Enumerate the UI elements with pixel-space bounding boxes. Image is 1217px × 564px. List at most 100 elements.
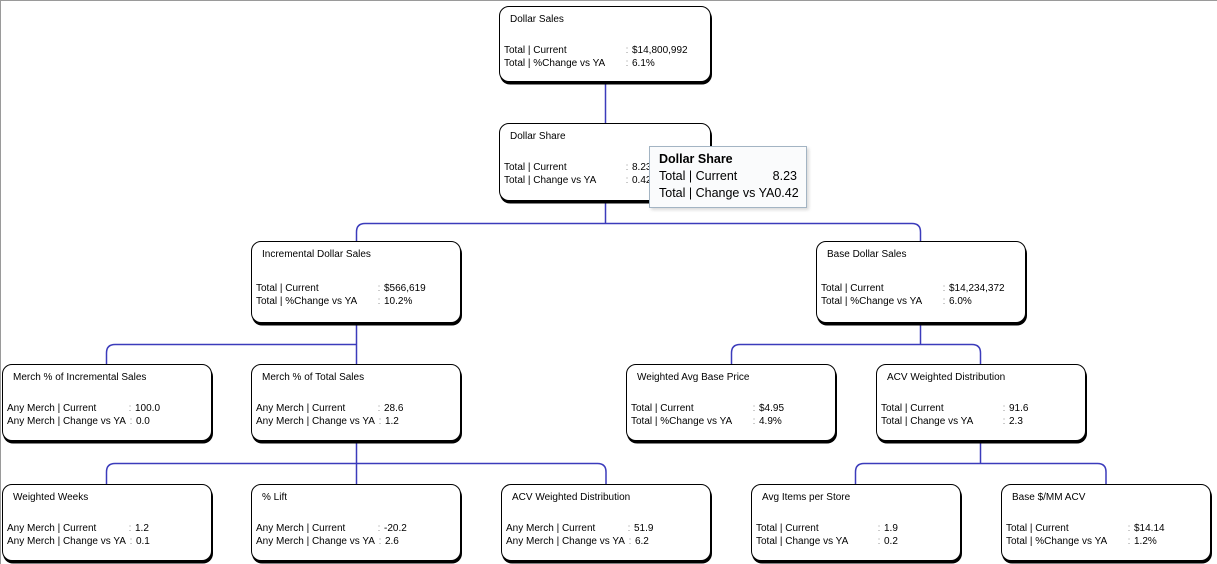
metric-separator: : (1002, 416, 1006, 427)
metric-separator: : (1002, 403, 1006, 414)
node-title: Weighted Weeks (13, 492, 89, 503)
node-weighted-avg-base-price[interactable]: Weighted Avg Base Price Total | Current:… (626, 364, 836, 441)
metric-value: $4.95 (759, 403, 785, 414)
metric-separator: : (1127, 536, 1131, 547)
metric-value: 6.1% (632, 58, 655, 69)
metric-row: Any Merch | Change vs YA:2.6 (256, 535, 458, 548)
metric-value: 100.0 (135, 403, 161, 414)
node-title: Avg Items per Store (762, 492, 851, 503)
metric-row: Total | %Change vs YA:4.9% (631, 415, 833, 428)
metric-row: Total | Current:8.23 (504, 161, 708, 174)
metric-separator: : (877, 536, 881, 547)
metric-label: Total | Current (504, 45, 567, 56)
metric-row: Any Merch | Current:100.0 (7, 402, 209, 415)
node-title: Merch % of Incremental Sales (13, 372, 147, 383)
metric-value: 1.2 (135, 523, 149, 534)
metric-value: $14.14 (1134, 523, 1165, 534)
metric-label: Total | Current (504, 162, 567, 173)
metric-separator: : (378, 416, 382, 427)
metric-separator: : (625, 175, 629, 186)
node-rows: Total | Current:$14.14 Total | %Change v… (1006, 522, 1208, 548)
metric-separator: : (752, 416, 756, 427)
node-base-dollar-per-mm-acv[interactable]: Base $/MM ACV Total | Current:$14.14 Tot… (1001, 484, 1211, 561)
metric-value: $566,619 (384, 283, 426, 294)
metric-separator: : (129, 416, 133, 427)
metric-label: Any Merch | Current (506, 523, 596, 534)
metric-label: Total | %Change vs YA (1006, 536, 1108, 547)
metric-separator: : (625, 58, 629, 69)
node-rows: Total | Current:$14,800,992 Total | %Cha… (504, 44, 708, 70)
node-title: Base Dollar Sales (827, 249, 907, 260)
node-rows: Any Merch | Current:51.9 Any Merch | Cha… (506, 522, 708, 548)
metric-separator: : (942, 283, 946, 294)
metric-row: Total | Change vs YA:0.2 (756, 535, 958, 548)
metric-label: Total | Change vs YA (881, 416, 974, 427)
metric-separator: : (377, 296, 381, 307)
node-rows: Any Merch | Current:-20.2 Any Merch | Ch… (256, 522, 458, 548)
node-title: Dollar Share (510, 131, 566, 142)
metric-label: Total | %Change vs YA (631, 416, 733, 427)
node-acv-weighted-distribution[interactable]: ACV Weighted Distribution Total | Curren… (876, 364, 1086, 441)
metric-value: -20.2 (384, 523, 407, 534)
metric-row: Total | Current:1.9 (756, 522, 958, 535)
node-rows: Total | Current:$4.95 Total | %Change vs… (631, 402, 833, 428)
metric-label: Total | Current (821, 283, 884, 294)
metric-row: Any Merch | Change vs YA:0.1 (7, 535, 209, 548)
metric-separator: : (752, 403, 756, 414)
node-title: % Lift (262, 492, 288, 503)
node-dollar-sales[interactable]: Dollar Sales Total | Current:$14,800,992… (499, 6, 711, 82)
node-title: Merch % of Total Sales (262, 372, 365, 383)
metric-row: Total | %Change vs YA:10.2% (256, 295, 458, 308)
metric-row: Total | Current:$14.14 (1006, 522, 1208, 535)
metric-separator: : (377, 283, 381, 294)
metric-value: $14,800,992 (632, 45, 688, 56)
node-base-dollar-sales[interactable]: Base Dollar Sales Total | Current:$14,23… (816, 241, 1026, 323)
connector-acv-rail (854, 462, 1107, 484)
node-avg-items-per-store[interactable]: Avg Items per Store Total | Current:1.9 … (751, 484, 961, 561)
node-weighted-weeks[interactable]: Weighted Weeks Any Merch | Current:1.2 A… (2, 484, 212, 561)
node-title: Base $/MM ACV (1012, 492, 1086, 503)
connector-merch-total-rail (105, 462, 607, 484)
node-title: ACV Weighted Distribution (887, 372, 1006, 383)
node-merch-pct-of-total-sales[interactable]: Merch % of Total Sales Any Merch | Curre… (251, 364, 461, 441)
metric-row: Total | Current:$14,234,372 (821, 282, 1023, 295)
tooltip-value: 8.23 (772, 169, 797, 183)
tooltip-title: Dollar Share (659, 152, 733, 166)
metric-value: 0.0 (135, 416, 150, 427)
metric-value: 0.42 (632, 175, 652, 186)
node-rows: Total | Current:$566,619 Total | %Change… (256, 282, 458, 308)
node-pct-lift[interactable]: % Lift Any Merch | Current:-20.2 Any Mer… (251, 484, 461, 561)
node-title: Incremental Dollar Sales (262, 249, 371, 260)
connector-base-rail (730, 343, 982, 364)
metric-value: 4.9% (759, 416, 782, 427)
metric-value: 0.1 (135, 536, 150, 547)
metric-row: Total | %Change vs YA:6.1% (504, 57, 708, 70)
metric-value: $14,234,372 (949, 283, 1005, 294)
node-rows: Total | Current:1.9 Total | Change vs YA… (756, 522, 958, 548)
metric-value: 6.2 (634, 536, 649, 547)
node-rows: Any Merch | Current:1.2 Any Merch | Chan… (7, 522, 209, 548)
metric-label: Any Merch | Change vs YA (256, 416, 375, 427)
metric-separator: : (1127, 523, 1131, 534)
metric-label: Any Merch | Current (7, 403, 97, 414)
metric-label: Any Merch | Change vs YA (7, 416, 126, 427)
metric-separator: : (129, 536, 133, 547)
tooltip-label: Total | Current (659, 169, 738, 183)
node-merch-pct-of-incremental-sales[interactable]: Merch % of Incremental Sales Any Merch |… (2, 364, 212, 441)
metric-row: Total | Current:$14,800,992 (504, 44, 708, 57)
metric-row: Total | Current:$566,619 (256, 282, 458, 295)
node-title: Weighted Avg Base Price (637, 372, 750, 383)
metric-value: 8.23 (632, 162, 652, 173)
node-incremental-dollar-sales[interactable]: Incremental Dollar Sales Total | Current… (251, 241, 461, 323)
metric-row: Total | %Change vs YA:1.2% (1006, 535, 1208, 548)
metric-separator: : (628, 536, 632, 547)
node-acv-weighted-distribution-leaf[interactable]: ACV Weighted Distribution Any Merch | Cu… (501, 484, 711, 561)
metric-row: Any Merch | Change vs YA:0.0 (7, 415, 209, 428)
metric-row: Any Merch | Change vs YA:1.2 (256, 415, 458, 428)
metric-value: 1.9 (884, 523, 898, 534)
metric-separator: : (625, 45, 629, 56)
node-title: ACV Weighted Distribution (512, 492, 631, 503)
